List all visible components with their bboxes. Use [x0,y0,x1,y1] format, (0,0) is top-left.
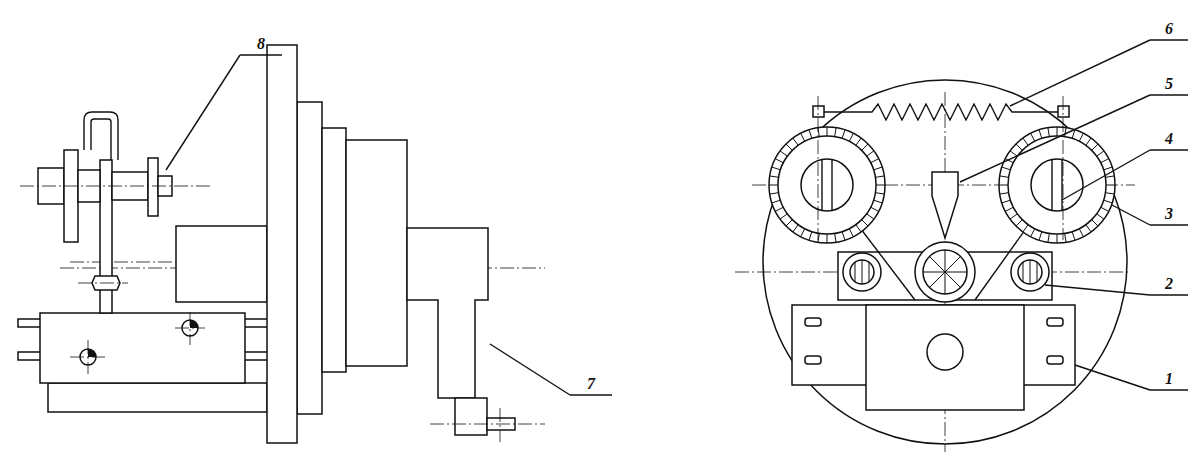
callout-number: 8 [255,35,267,53]
callout-number: 3 [1163,205,1175,223]
callout-number: 7 [585,375,597,393]
callout-number: 1 [1163,370,1175,388]
front-view [735,40,1188,452]
callout-number: 4 [1163,130,1175,148]
callout-number: 6 [1163,20,1175,38]
callout-number: 2 [1163,275,1175,293]
callout-number: 5 [1163,75,1175,93]
side-view [18,45,612,443]
